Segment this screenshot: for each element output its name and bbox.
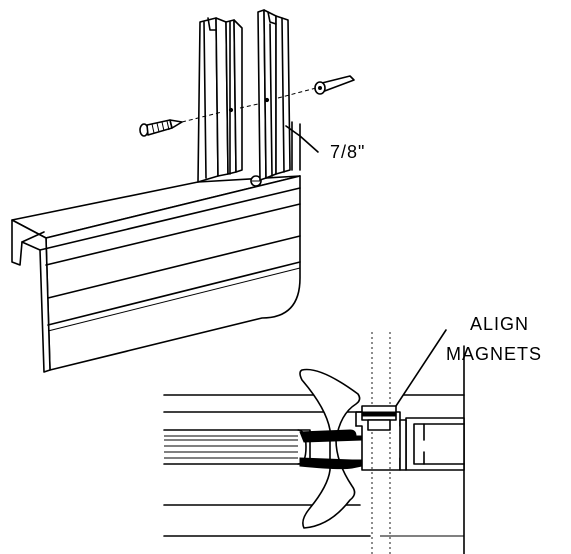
wall-anchor — [314, 75, 355, 95]
door-bottom-rail — [11, 175, 301, 373]
callout-label-line1: ALIGN — [470, 314, 529, 334]
fastener-axis — [181, 87, 317, 123]
magnetic-strip — [299, 405, 401, 471]
dimension-indicator — [285, 121, 319, 171]
callout-leader — [395, 329, 447, 407]
handle-profile — [299, 368, 361, 529]
wall-jamb-profile — [399, 417, 465, 471]
frame-section — [163, 332, 465, 554]
screw — [139, 119, 183, 137]
callout-label-line2: MAGNETS — [446, 344, 542, 364]
left-vertical-profile — [197, 17, 243, 183]
right-vertical-profile — [257, 9, 291, 181]
dimension-label: 7/8" — [330, 142, 365, 162]
glass-panel — [163, 429, 311, 465]
